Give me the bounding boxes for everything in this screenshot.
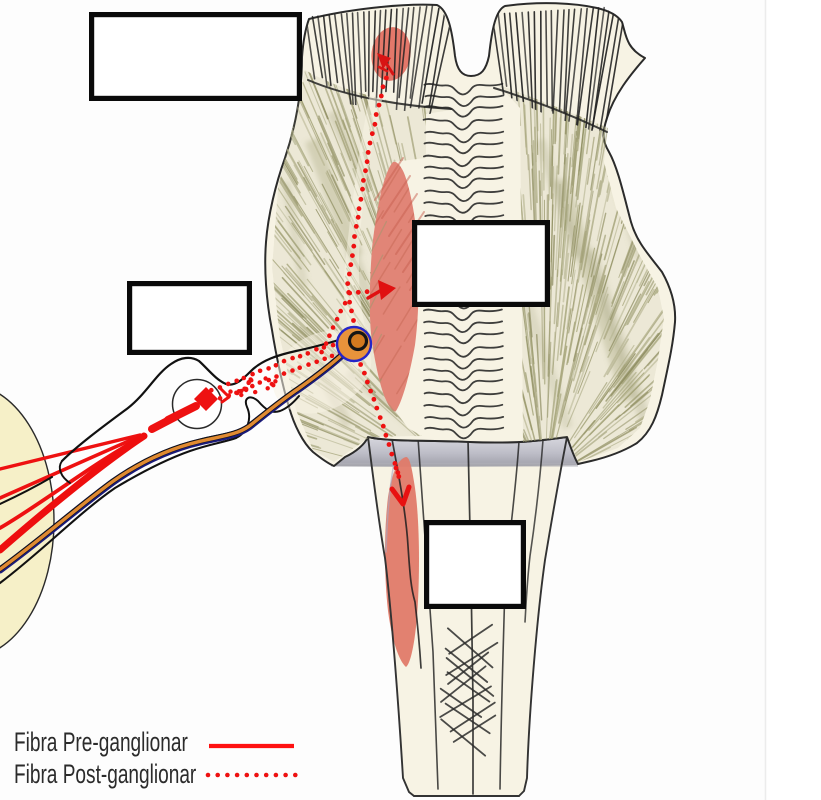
svg-text:Fibra Pre-ganglionar: Fibra Pre-ganglionar [14, 727, 188, 757]
svg-text:Fibra Post-ganglionar: Fibra Post-ganglionar [14, 759, 197, 789]
